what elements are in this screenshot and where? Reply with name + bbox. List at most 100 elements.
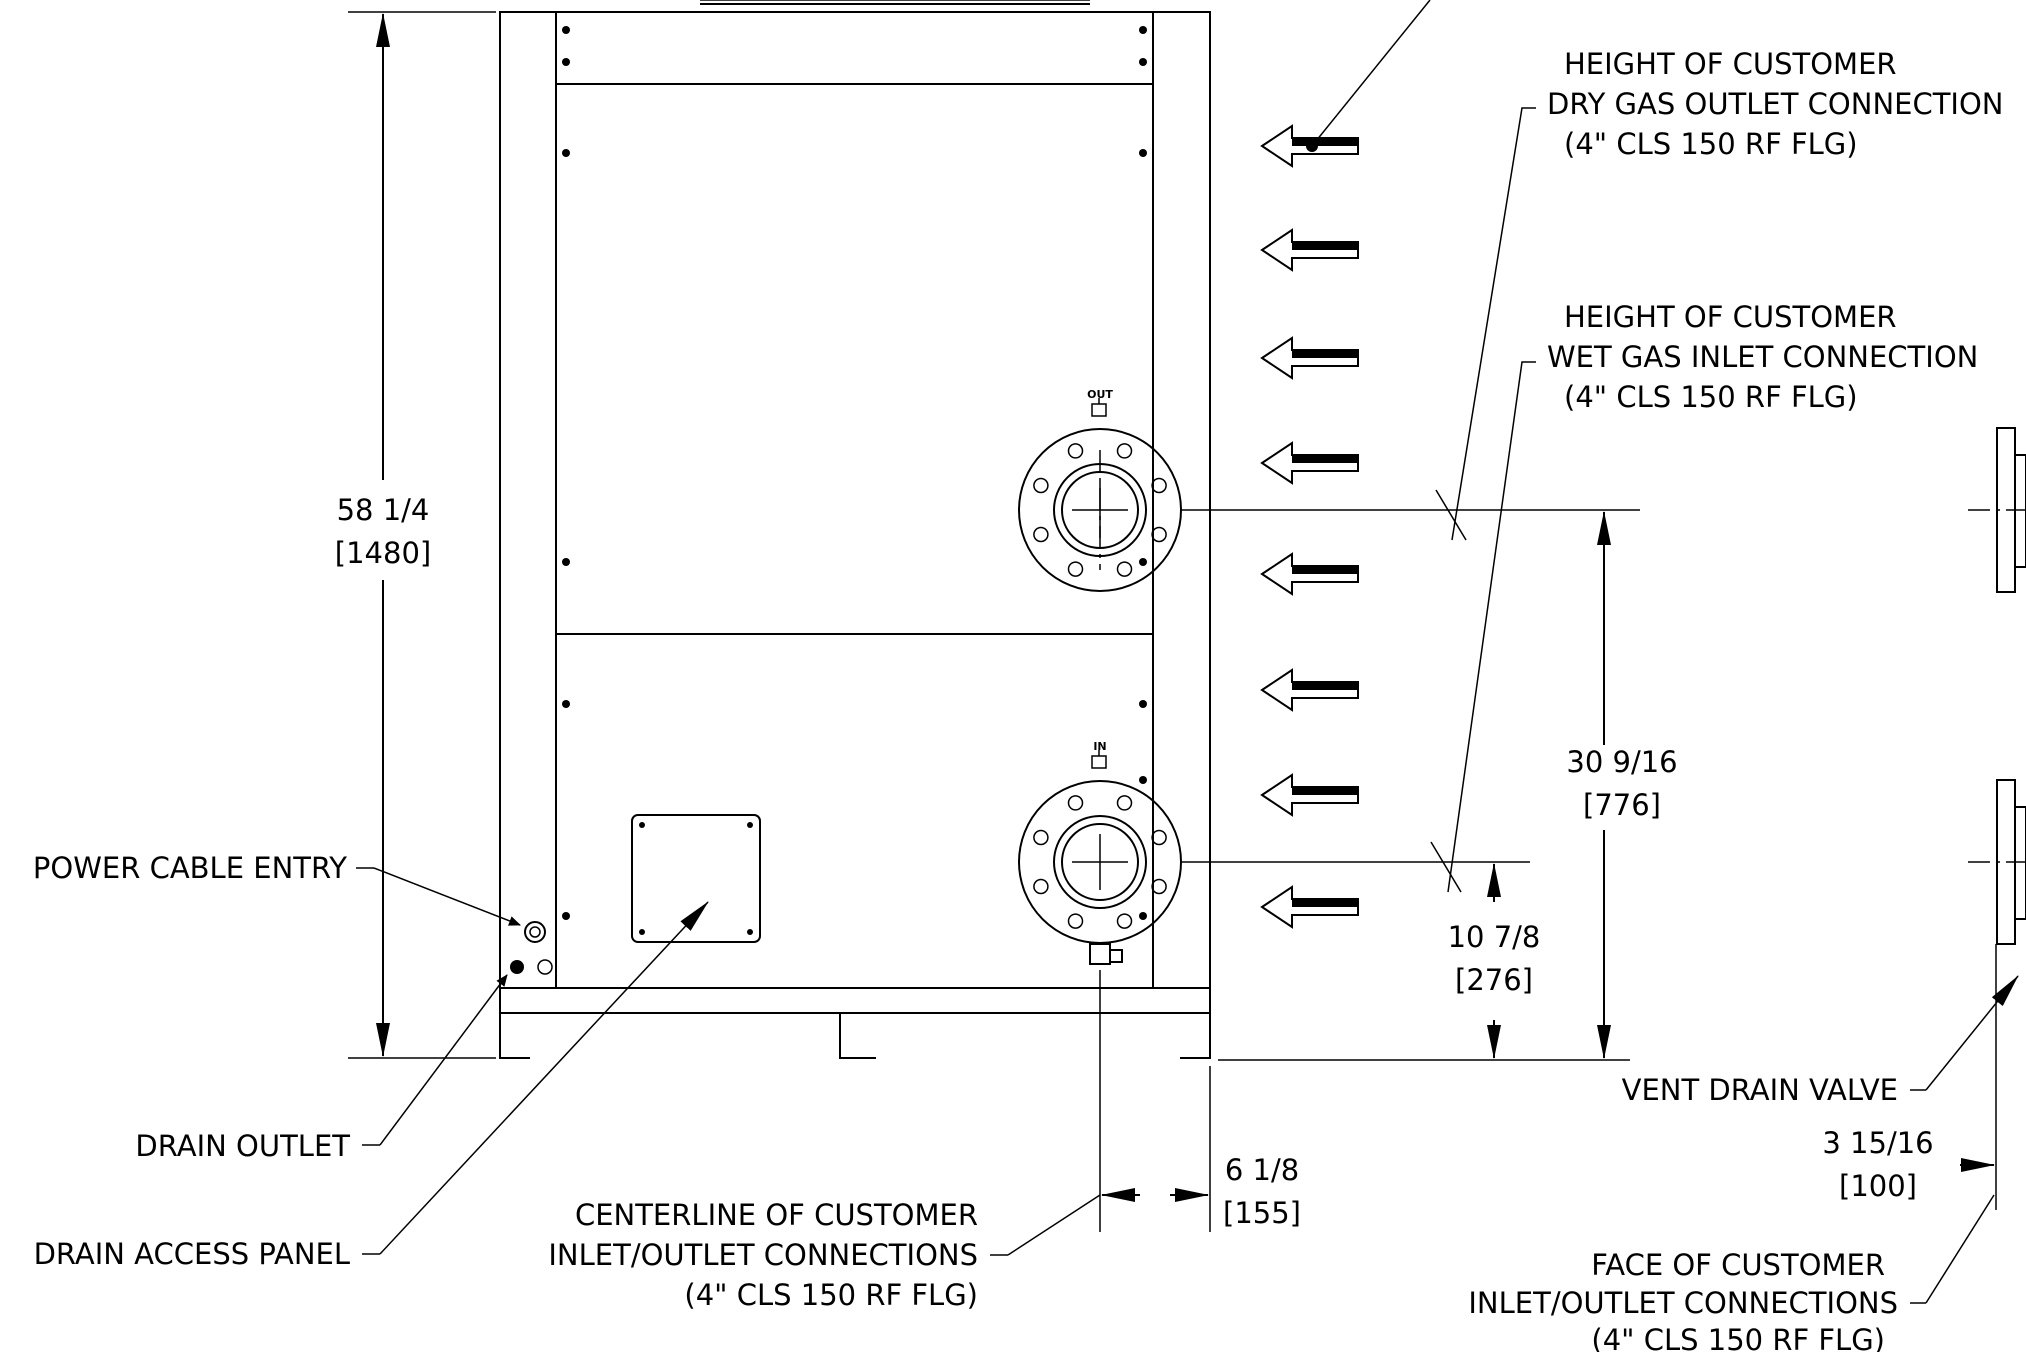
flange-bolt-hole — [1067, 443, 1084, 459]
callout-vent-drain: VENT DRAIN VALVE — [1622, 975, 2019, 1107]
flange-bolt-hole — [1067, 795, 1084, 811]
vent-drain-label: VENT DRAIN VALVE — [1622, 1073, 1898, 1107]
callout-drain-outlet: DRAIN OUTLET — [135, 974, 508, 1163]
dim-inlet-height: 10 7/8 — [1448, 920, 1541, 954]
dimension-outlet-height: 30 9/16 [776] — [1180, 509, 1678, 1061]
base-leg-right — [1180, 1013, 1211, 1059]
base-rail — [499, 987, 1211, 1014]
flange-bolt-hole — [1033, 878, 1049, 895]
dimension-overall-height: 58 1/4 [1480] — [335, 11, 496, 1059]
flange-bolt-hole — [1151, 526, 1167, 543]
wet-inlet-line-3: (4" CLS 150 RF FLG) — [1564, 380, 1858, 414]
wet-inlet-line-2: WET GAS INLET CONNECTION — [1547, 340, 1978, 374]
power-cable-label: POWER CABLE ENTRY — [33, 851, 347, 885]
flange-bolt-hole — [1033, 477, 1049, 494]
flange-bolt-hole — [1033, 526, 1049, 543]
dim-overall-height-mm: [1480] — [335, 536, 431, 570]
airflow-arrow-shade — [1292, 242, 1358, 250]
dry-outlet-line-1: HEIGHT OF CUSTOMER — [1564, 47, 1897, 81]
panel-bolt — [1139, 700, 1147, 708]
flange-bolt-hole — [1151, 829, 1167, 846]
panel-bolt — [1139, 558, 1147, 566]
flange-bolt-hole — [1116, 443, 1133, 459]
airflow-arrow-shade — [1292, 787, 1358, 795]
panel-bolt — [747, 929, 753, 935]
dim-outlet-height-mm: [776] — [1583, 788, 1661, 822]
callout-face: FACE OF CUSTOMER INLET/OUTLET CONNECTION… — [1468, 1194, 1995, 1352]
outlet-flange — [1018, 428, 1182, 592]
face-line-3: (4" CLS 150 RF FLG) — [1591, 1323, 1885, 1352]
airflow-arrow-shade — [1292, 566, 1358, 574]
flange-bolt-hole — [1033, 829, 1049, 846]
dim-face-offset: 3 15/16 — [1822, 1126, 1933, 1160]
panel-bolt — [1139, 58, 1147, 66]
panel-bolt — [562, 26, 570, 34]
centerline-line-2: INLET/OUTLET CONNECTIONS — [548, 1238, 978, 1272]
panel-bolt — [562, 912, 570, 920]
base-leg-mid — [839, 1013, 876, 1059]
flange-bolt-hole — [1151, 477, 1167, 494]
panel-bolt — [562, 149, 570, 157]
top-panel — [555, 11, 1154, 85]
callout-airflow — [1306, 0, 1431, 152]
panel-bolt — [562, 558, 570, 566]
flange-bolt-hole — [1116, 795, 1133, 811]
inlet-flange — [1018, 780, 1182, 965]
panel-bolt — [639, 822, 645, 828]
face-line-1: FACE OF CUSTOMER — [1591, 1248, 1885, 1282]
dim-inlet-height-mm: [276] — [1455, 963, 1533, 997]
flange-bolt-hole — [1067, 561, 1084, 577]
dim-outlet-height: 30 9/16 — [1566, 745, 1677, 779]
dry-outlet-line-2: DRY GAS OUTLET CONNECTION — [1547, 87, 2004, 121]
centerline-line-1: CENTERLINE OF CUSTOMER — [575, 1198, 978, 1232]
drain-outlet-port — [510, 960, 524, 974]
inlet-tag: IN — [1093, 740, 1106, 753]
dim-face-offset-mm: [100] — [1839, 1169, 1917, 1203]
airflow-arrow-shade — [1292, 455, 1358, 463]
callout-wet-gas-inlet: HEIGHT OF CUSTOMER WET GAS INLET CONNECT… — [1430, 300, 1978, 893]
dimension-face-offset: 3 15/16 [100] — [1822, 1126, 1995, 1203]
dim-centerline-offset-mm: [155] — [1223, 1196, 1301, 1230]
panel-bolts — [562, 26, 1147, 935]
upper-panel — [555, 83, 1154, 635]
panel-bolt — [562, 58, 570, 66]
side-view-flanges — [1968, 427, 2026, 1210]
panel-bolt — [562, 700, 570, 708]
panel-bolt — [1139, 776, 1147, 784]
dim-centerline-offset: 6 1/8 — [1225, 1153, 1299, 1187]
dimension-centerline-offset: 6 1/8 [155] — [1099, 970, 1301, 1232]
dryer-unit — [499, 0, 1211, 1059]
flange-bolt-hole — [1151, 878, 1167, 895]
callout-drain-access: DRAIN ACCESS PANEL — [34, 901, 709, 1271]
panel-bolt — [1139, 149, 1147, 157]
wet-inlet-line-1: HEIGHT OF CUSTOMER — [1564, 300, 1897, 334]
base-leg-left — [499, 1013, 530, 1059]
unit-outer-frame — [499, 11, 1211, 1014]
drain-access-panel — [631, 814, 761, 943]
drain-outlet-label: DRAIN OUTLET — [135, 1129, 350, 1163]
airflow-arrow-shade — [1292, 899, 1358, 907]
vent-drain-fitting — [1089, 943, 1111, 965]
airflow-arrow-shade — [1292, 138, 1358, 146]
flange-bolt-hole — [1067, 913, 1084, 929]
dimension-inlet-height: 10 7/8 [276] — [1180, 861, 1541, 1059]
panel-bolt — [1139, 26, 1147, 34]
panel-bolt — [747, 822, 753, 828]
face-line-2: INLET/OUTLET CONNECTIONS — [1468, 1286, 1898, 1320]
callout-dry-gas-outlet: HEIGHT OF CUSTOMER DRY GAS OUTLET CONNEC… — [1435, 47, 2004, 541]
airflow-arrow-shade — [1292, 682, 1358, 690]
panel-bolt — [639, 929, 645, 935]
dim-overall-height: 58 1/4 — [337, 493, 430, 527]
power-cable-gland — [524, 921, 546, 943]
flange-bolt-hole — [1116, 913, 1133, 929]
callout-power-cable: POWER CABLE ENTRY — [33, 851, 521, 926]
dry-outlet-line-3: (4" CLS 150 RF FLG) — [1564, 127, 1858, 161]
airflow-arrow-shade — [1292, 350, 1358, 358]
panel-bolt — [1139, 912, 1147, 920]
centerline-line-3: (4" CLS 150 RF FLG) — [684, 1278, 978, 1312]
flange-bolt-hole — [1116, 561, 1133, 577]
callout-centerline: CENTERLINE OF CUSTOMER INLET/OUTLET CONN… — [548, 1194, 1101, 1312]
outlet-tag: OUT — [1087, 388, 1113, 401]
airflow-arrows — [1260, 124, 1359, 929]
